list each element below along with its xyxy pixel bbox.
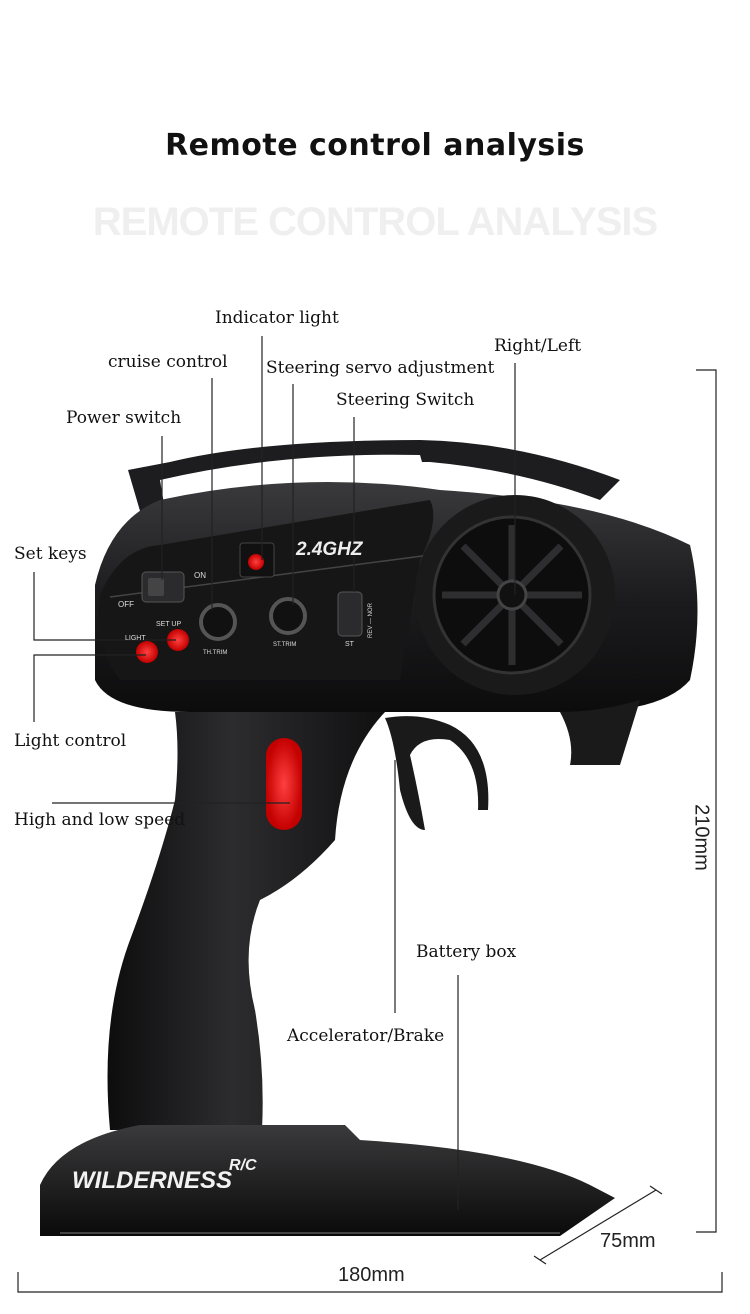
dimension-lines: [17, 369, 723, 1293]
light-print: LIGHT: [125, 635, 146, 642]
grip-handle: [107, 712, 385, 1130]
indicator-light: [248, 554, 264, 570]
label-indicator-light: Indicator light: [215, 308, 339, 328]
brand-logo: WILDERNESS: [72, 1167, 232, 1194]
label-power-switch: Power switch: [66, 408, 182, 428]
frequency-print: 2.4GHZ: [295, 539, 364, 560]
dimension-depth: 75mm: [600, 1230, 656, 1252]
st-trim-print: ST.TRIM: [273, 642, 296, 648]
light-button[interactable]: [136, 641, 158, 663]
th-trim-print: TH.TRIM: [203, 650, 227, 656]
page-subtitle-watermark: REMOTE CONTROL ANALYSIS: [92, 200, 658, 244]
label-high-low-speed: High and low speed: [14, 810, 186, 830]
speed-switch[interactable]: [266, 738, 302, 830]
label-light-control: Light control: [14, 731, 127, 751]
label-cruise-control: cruise control: [108, 352, 228, 372]
steering-trim-knob[interactable]: [269, 597, 307, 635]
throttle-trim-knob[interactable]: [199, 603, 237, 641]
label-set-keys: Set keys: [14, 544, 87, 564]
steering-reverse-switch[interactable]: [337, 591, 363, 637]
st-print: ST: [345, 641, 355, 648]
page-title: Remote control analysis: [165, 128, 585, 163]
off-print: OFF: [118, 600, 134, 609]
label-steering-switch: Steering Switch: [336, 390, 475, 410]
setup-print: SET UP: [156, 621, 181, 628]
setup-button[interactable]: [167, 629, 189, 651]
brand-suffix: R/C: [229, 1157, 257, 1174]
throttle-trigger[interactable]: [385, 716, 489, 830]
label-right-left: Right/Left: [494, 336, 582, 356]
label-accelerator-brake: Accelerator/Brake: [287, 1026, 445, 1046]
on-print: ON: [194, 571, 206, 580]
callout-lines: [33, 336, 516, 1210]
battery-box-base: [40, 1125, 615, 1236]
label-battery-box: Battery box: [416, 942, 517, 962]
dimension-height: 210mm: [690, 804, 713, 871]
rev-nor-print: REV — NOR: [368, 602, 374, 638]
dimension-width: 180mm: [338, 1264, 405, 1286]
label-steering-servo: Steering servo adjustment: [266, 358, 495, 378]
